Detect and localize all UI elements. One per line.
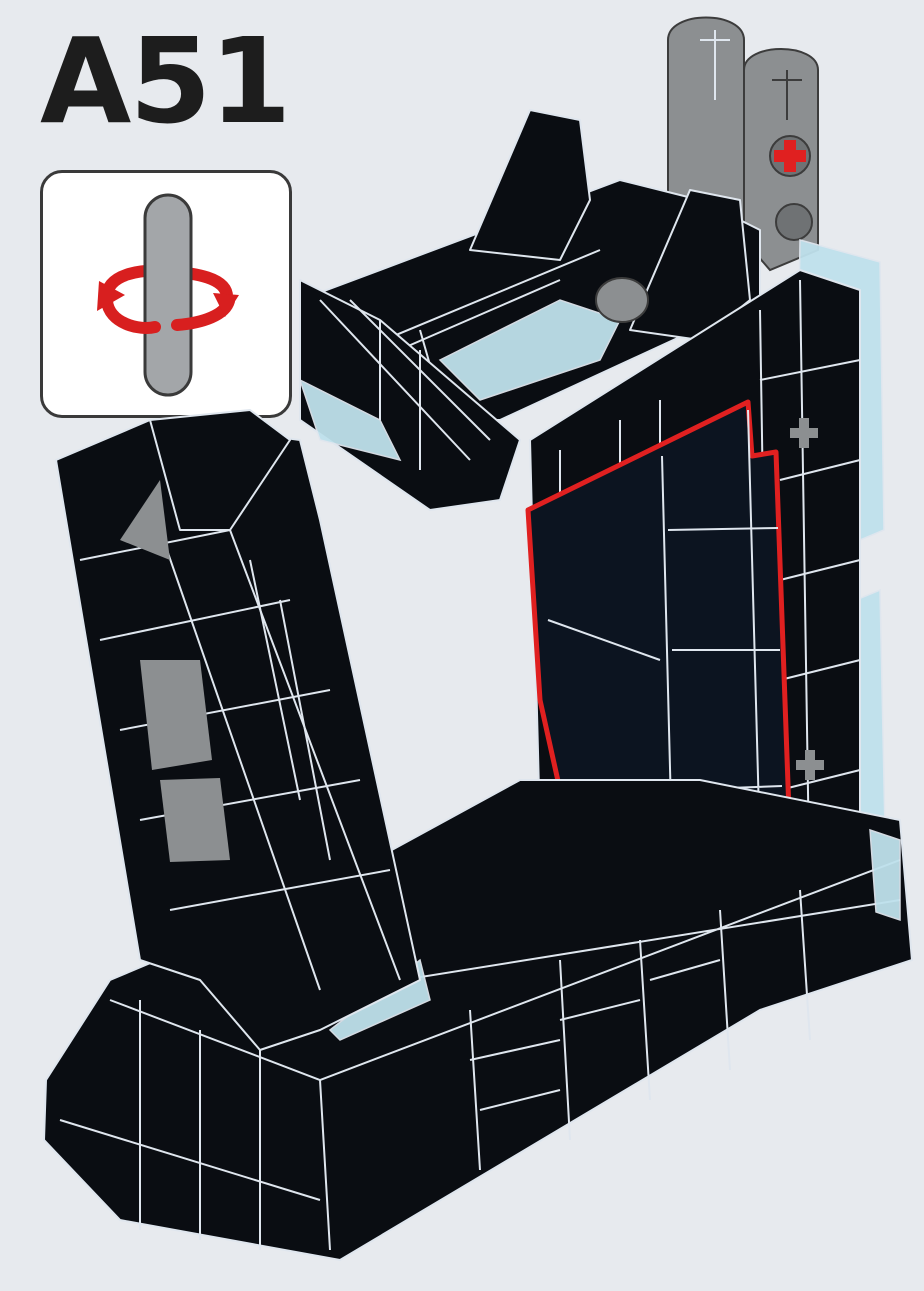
left-tower xyxy=(56,410,420,1050)
red-axle-pin-icon xyxy=(770,136,810,176)
